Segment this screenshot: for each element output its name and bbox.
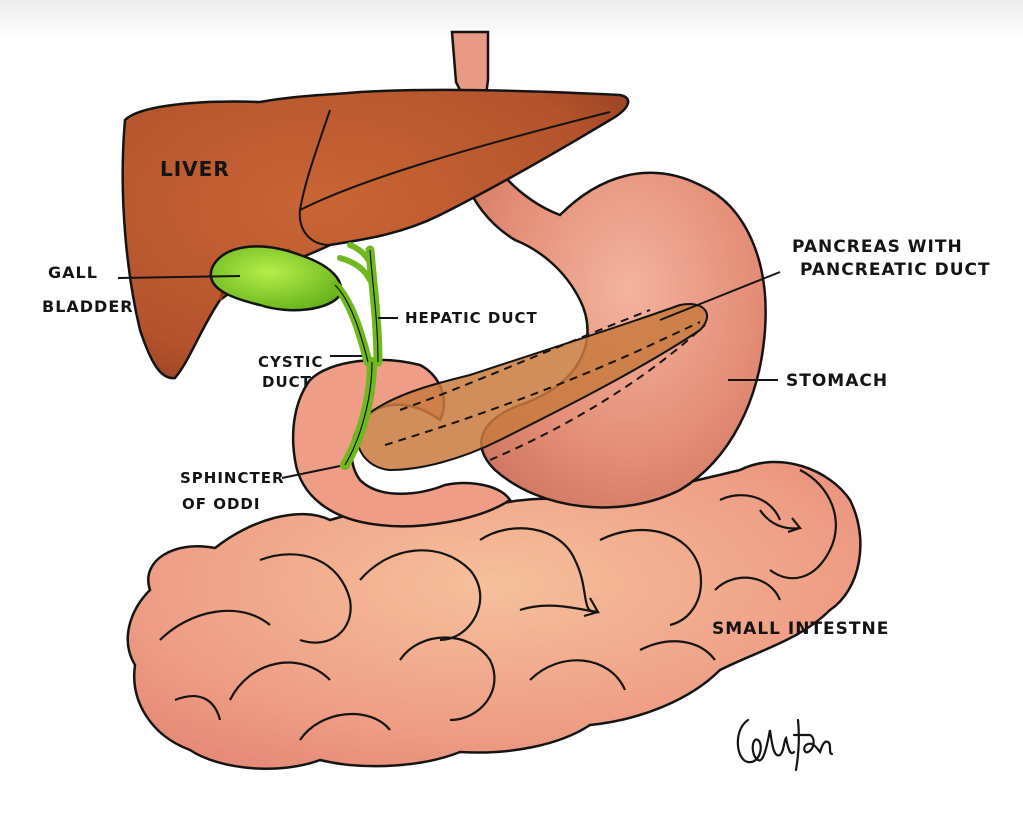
pancreas-label-line2: PANCREATIC DUCT bbox=[792, 259, 991, 282]
pancreas-label: PANCREAS WITH PANCREATIC DUCT bbox=[792, 236, 991, 282]
artist-signature bbox=[728, 700, 848, 780]
liver-label: LIVER bbox=[160, 156, 230, 183]
gall-bladder bbox=[211, 246, 341, 310]
pancreas-label-line1: PANCREAS WITH bbox=[792, 236, 991, 259]
sphincter-label-line1: SPHINCTER bbox=[180, 468, 285, 488]
gall-bladder-label: GALL BLADDER bbox=[42, 262, 134, 317]
gall-bladder-label-line2: BLADDER bbox=[42, 296, 134, 318]
cystic-duct-label-line2: DUCT bbox=[258, 372, 324, 392]
sphincter-label-line2: OF ODDI bbox=[180, 494, 285, 514]
sphincter-label: SPHINCTER OF ODDI bbox=[180, 468, 285, 515]
hepatic-duct-label: HEPATIC DUCT bbox=[405, 308, 538, 328]
cystic-duct-label-line1: CYSTIC bbox=[258, 352, 324, 372]
stomach-label: STOMACH bbox=[786, 370, 888, 393]
gall-bladder-label-line1: GALL bbox=[42, 262, 134, 284]
cystic-duct-label: CYSTIC DUCT bbox=[258, 352, 324, 393]
small-intestine-label: SMALL INTESTNE bbox=[712, 618, 889, 641]
